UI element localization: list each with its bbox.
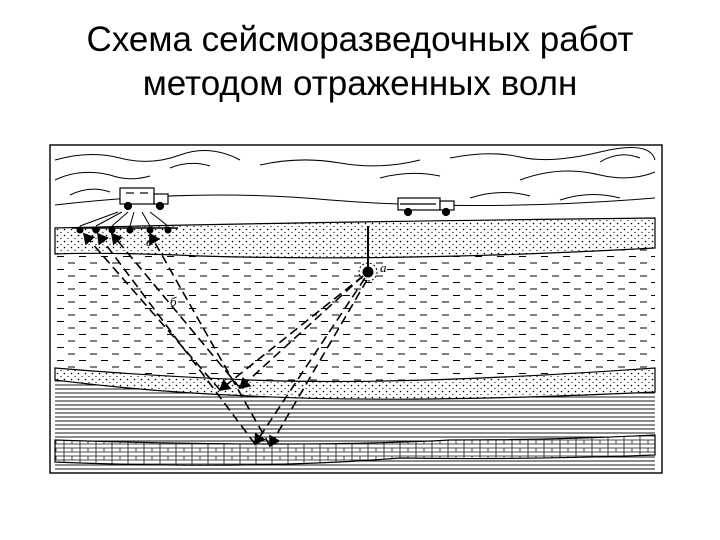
drilling-truck [397,197,455,217]
geophone-spread [72,211,178,234]
recording-truck [119,187,169,211]
label-shot-point: а [380,260,387,275]
label-receivers: в [146,234,152,249]
deep-layer [55,455,655,470]
shale-layer [55,380,655,444]
clay-layer [55,248,655,382]
title-line-2: методом отраженных волн [142,64,578,103]
figure-frame [49,144,663,474]
seismic-rays [82,232,368,448]
label-ray: б [170,294,177,309]
topsoil-layer [54,217,656,259]
shot-hole [358,226,378,282]
title-line-1: Схема сейсморазведочных работ [86,20,634,59]
slide-title: Схема сейсморазведочных работ методом от… [0,18,720,106]
